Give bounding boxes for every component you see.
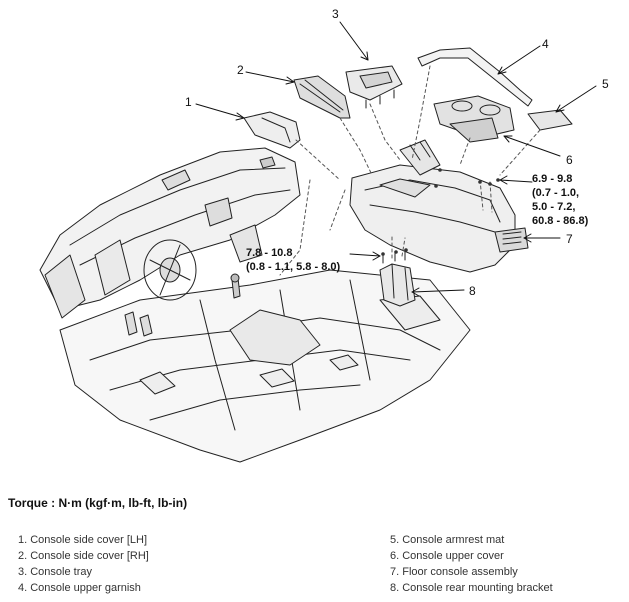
exploded-view-diagram: [39, 21, 597, 463]
floor-console-assembly: [349, 139, 529, 273]
parts-legend-left: 1. Console side cover [LH] 2. Console si…: [18, 532, 149, 596]
console-armrest-mat: [527, 109, 573, 131]
legend-item: 6. Console upper cover: [390, 550, 504, 562]
torque-unit-title: Torque : N·m (kgf·m, lb-ft, lb-in): [8, 496, 188, 510]
legend-item: 5. Console armrest mat: [390, 534, 505, 546]
legend-item: 1. Console side cover [LH]: [18, 534, 148, 546]
torque-note-console-bolts: 6.9 - 9.8 (0.7 - 1.0, 5.0 - 7.2, 60.8 - …: [532, 173, 589, 227]
floor-pan: [59, 269, 471, 463]
callout-leaders: [195, 21, 597, 297]
console-tray: [345, 65, 403, 109]
callout-7: 7: [566, 232, 573, 246]
callout-8: 8: [469, 284, 476, 298]
assembly-guide-lines: [279, 65, 541, 276]
parts-legend-right: 5. Console armrest mat 6. Console upper …: [390, 532, 553, 596]
callout-2: 2: [237, 63, 244, 77]
console-rear-mounting-bracket: [379, 251, 416, 307]
console-side-cover-lh: [243, 111, 301, 149]
dashboard: [39, 147, 301, 337]
callout-3: 3: [332, 7, 339, 21]
legend-item: 4. Console upper garnish: [18, 582, 141, 594]
callout-6: 6: [566, 153, 573, 167]
console-upper-cover: [433, 95, 515, 143]
console-upper-garnish: [417, 47, 533, 107]
legend-item: 3. Console tray: [18, 566, 92, 578]
callout-5: 5: [602, 77, 609, 91]
legend-item: 2. Console side cover [RH]: [18, 550, 149, 562]
torque-note-bracket-bolts: 7.8 - 10.8 (0.8 - 1.1, 5.8 - 8.0): [246, 247, 341, 273]
mounting-bolts: [381, 168, 500, 256]
legend-item: 7. Floor console assembly: [390, 566, 518, 578]
legend-item: 8. Console rear mounting bracket: [390, 582, 553, 594]
callout-1: 1: [185, 95, 192, 109]
console-side-cover-rh: [293, 75, 351, 119]
callout-4: 4: [542, 37, 549, 51]
